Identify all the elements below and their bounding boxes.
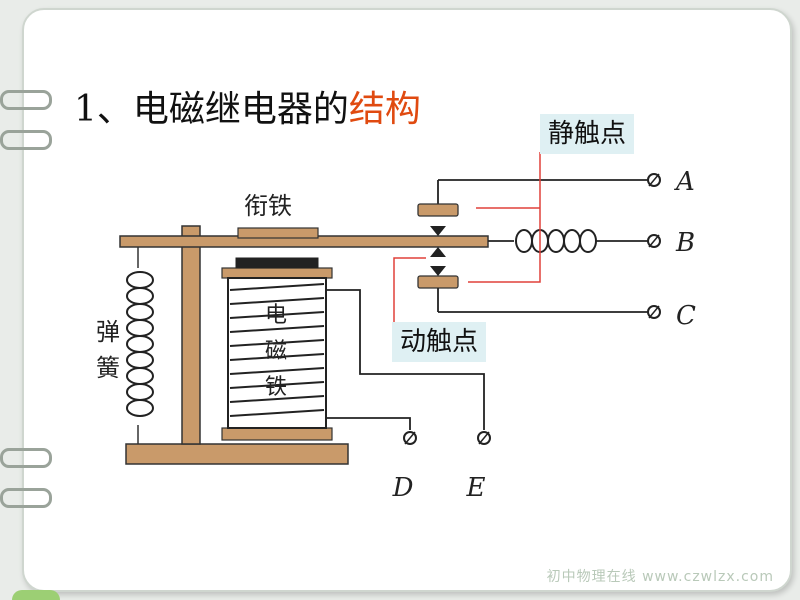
moving-contact-callout: 动触点 [392, 322, 487, 362]
spring-label-char-1: 弹 [96, 318, 120, 346]
terminal-d-label: D [392, 473, 414, 503]
footer-tab [12, 590, 60, 600]
footer-logo: 初中物理在线 www.czwlzx.com [546, 569, 774, 585]
electromagnet-char-1: 电 [265, 303, 287, 328]
binder-ring [0, 448, 52, 468]
electromagnet: 电 磁 铁 [221, 257, 333, 441]
electromagnet-char-2: 磁 [265, 339, 287, 364]
terminal-d: D [392, 431, 417, 503]
armature-bracket [237, 227, 319, 239]
binder-ring [0, 130, 52, 150]
spring-coil [126, 271, 154, 417]
static-contact-callout: 静触点 [540, 114, 635, 154]
base-plate [125, 443, 349, 465]
title-accent: 结构 [348, 89, 421, 130]
binder-ring [0, 488, 52, 508]
terminal-e-label: E [466, 473, 486, 503]
contacts [417, 180, 459, 312]
static-contact-lower [417, 275, 459, 289]
binder-ring [0, 90, 52, 110]
terminal-b: B [647, 228, 695, 258]
terminal-c: C [647, 301, 696, 331]
spring-label-char-2: 簧 [96, 354, 120, 382]
support-post [181, 225, 201, 445]
wire-to-d [326, 417, 411, 430]
armature-label: 衔铁 [244, 192, 292, 220]
flex-lead-coil [515, 229, 597, 253]
title-main: 1、电磁继电器的 [74, 89, 349, 130]
terminal-a-label: A [674, 167, 695, 197]
electromagnet-char-3: 铁 [265, 375, 287, 400]
spring-label: 弹 簧 [96, 318, 120, 382]
pointer-lines [393, 152, 541, 334]
terminal-b-label: B [675, 228, 695, 258]
terminal-e: E [466, 431, 491, 503]
terminal-a: A [647, 167, 695, 197]
static-contact-upper [417, 203, 459, 217]
terminal-c-label: C [676, 301, 696, 331]
wire-to-e [326, 289, 485, 430]
page-title: 1、电磁继电器的结构 [74, 80, 421, 132]
